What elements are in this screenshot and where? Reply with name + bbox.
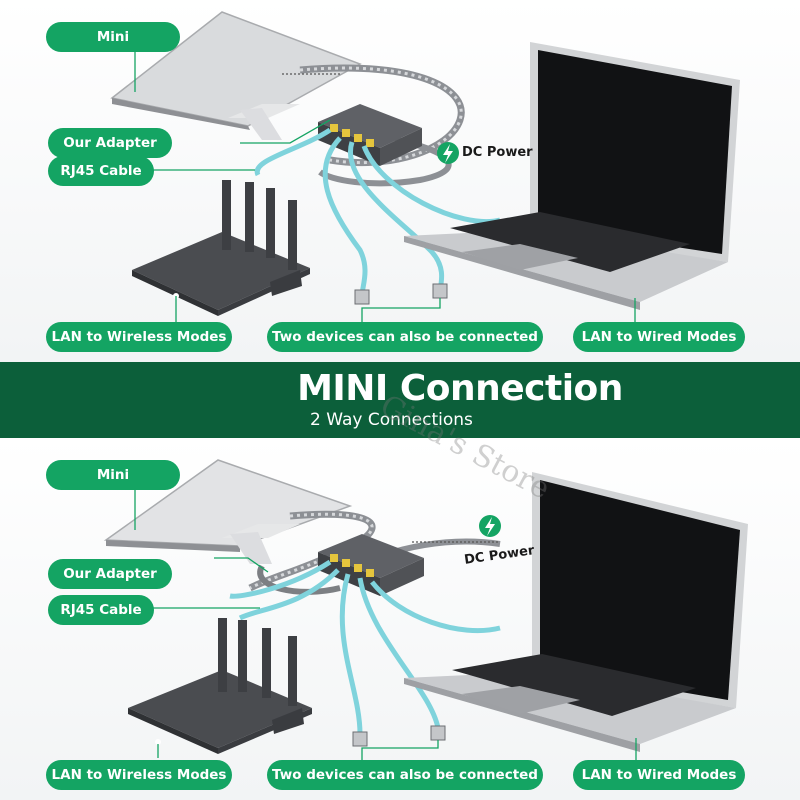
rj45-cables [254, 127, 501, 297]
label-lan-to-wired: LAN to Wired Modes [573, 760, 745, 790]
rj45-cables [229, 559, 501, 735]
top-diagram-panel: Mini Our Adapter RJ45 Cable DC Power LAN… [0, 0, 800, 362]
label-mini: Mini [46, 22, 180, 52]
label-two-devices: Two devices can also be connected [267, 322, 543, 352]
mini-dish-device [110, 11, 362, 140]
top-connection-illustration [110, 11, 740, 325]
banner-subtitle: 2 Way Connections [310, 410, 473, 430]
label-rj45-cable: RJ45 Cable [48, 595, 154, 625]
wireless-router-device [128, 618, 312, 754]
lightning-bolt-icon [437, 142, 459, 164]
label-lan-to-wired: LAN to Wired Modes [573, 322, 745, 352]
bottom-diagram-panel: Mini Our Adapter RJ45 Cable DC Power LAN… [0, 438, 800, 800]
adapter-switch-device [318, 534, 424, 596]
label-our-adapter: Our Adapter [48, 559, 172, 589]
label-dc-power: DC Power [462, 145, 533, 160]
label-mini: Mini [46, 460, 180, 490]
bottom-connection-illustration [103, 459, 748, 760]
callout-lines [134, 490, 637, 760]
laptop-device [404, 472, 748, 752]
mini-dish-device [103, 459, 353, 564]
wireless-router-device [132, 180, 310, 316]
title-banner: MINI Connection 2 Way Connections [0, 362, 800, 438]
laptop-device [404, 42, 740, 310]
label-lan-to-wireless: LAN to Wireless Modes [46, 322, 232, 352]
label-our-adapter: Our Adapter [48, 128, 172, 158]
callout-lines [134, 52, 636, 325]
label-lan-to-wireless: LAN to Wireless Modes [46, 760, 232, 790]
label-two-devices: Two devices can also be connected [267, 760, 543, 790]
label-rj45-cable: RJ45 Cable [48, 156, 154, 186]
lightning-bolt-icon [479, 515, 501, 537]
banner-title: MINI Connection [297, 368, 623, 409]
